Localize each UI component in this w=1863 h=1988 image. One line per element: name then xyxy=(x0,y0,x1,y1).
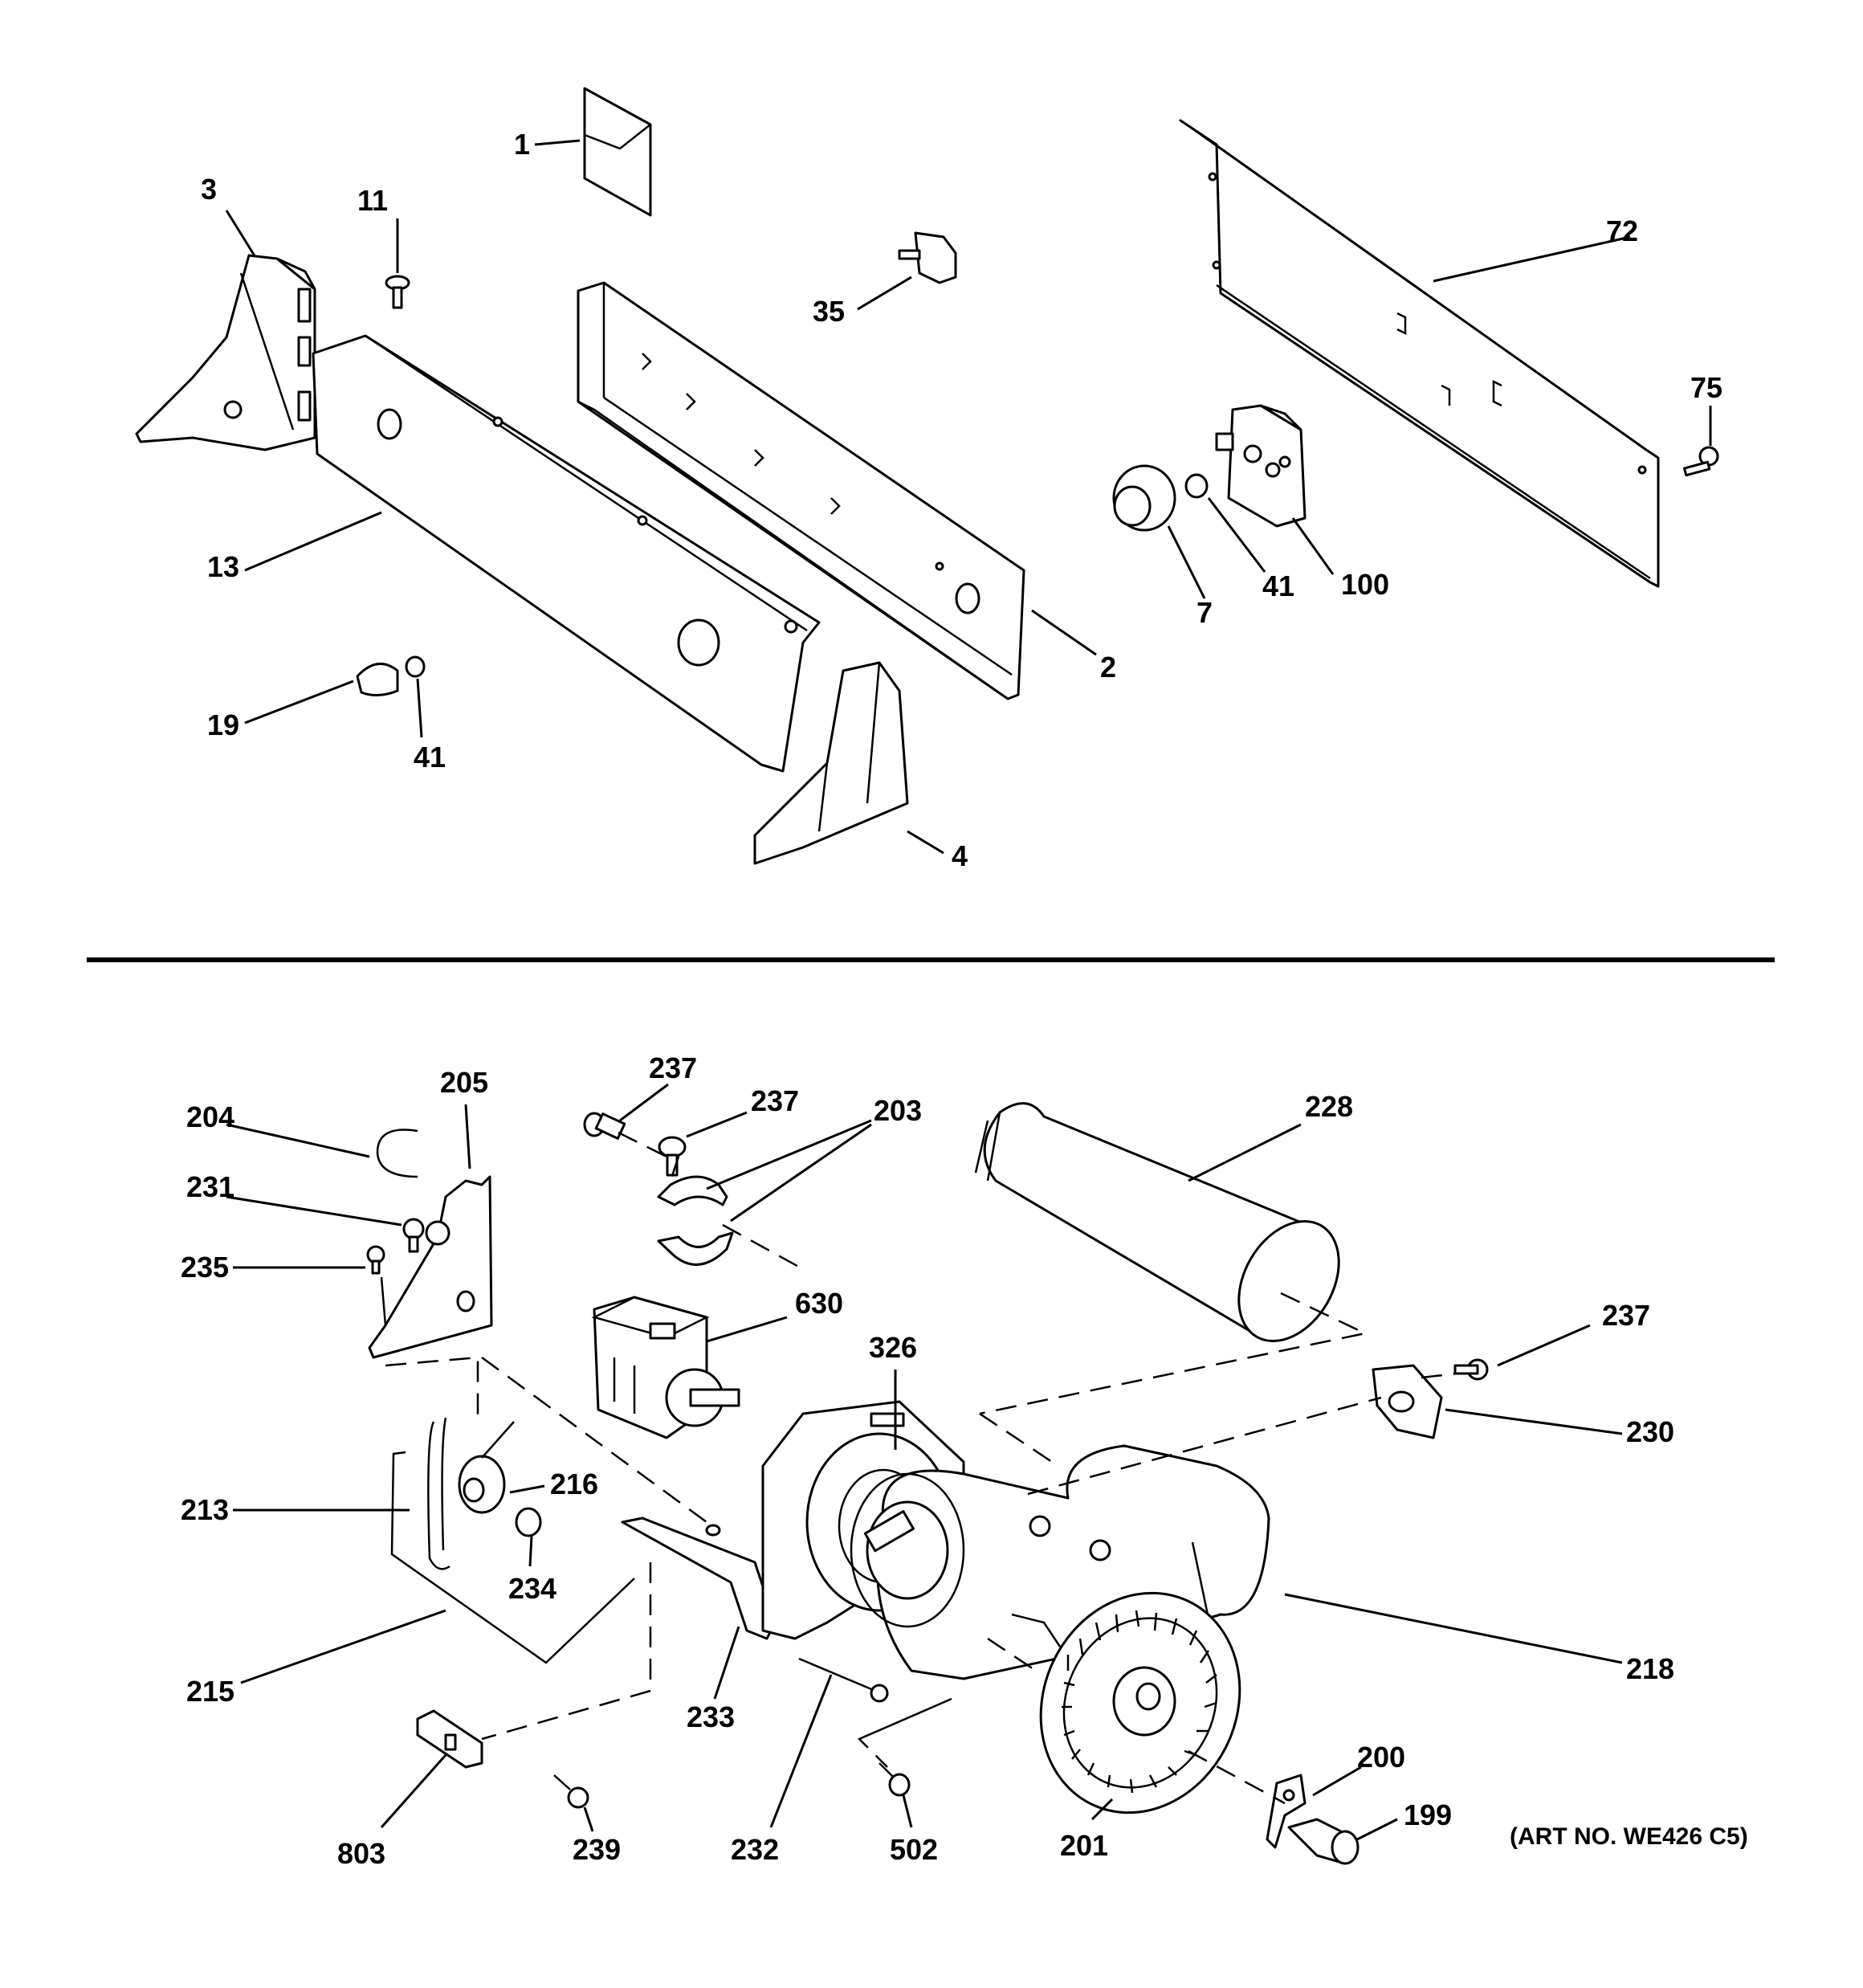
callout-199: 199 xyxy=(1404,1798,1452,1831)
callout-205: 205 xyxy=(440,1066,488,1099)
part-215-idler-arm xyxy=(390,1451,635,1664)
callout-11: 11 xyxy=(357,184,388,217)
part-502-screw xyxy=(879,1762,911,1797)
part-201-blower-wheel xyxy=(1039,1591,1241,1815)
part-75-screw xyxy=(1682,446,1719,477)
part-41-spacer xyxy=(1184,473,1209,499)
callout-213: 213 xyxy=(181,1493,229,1526)
callout-41-top: 41 xyxy=(1262,569,1294,602)
callout-239: 239 xyxy=(573,1833,621,1866)
part-19-knob xyxy=(356,663,399,696)
callout-237-c: 237 xyxy=(1602,1299,1650,1332)
callout-630: 630 xyxy=(795,1287,843,1320)
part-3-end-cap xyxy=(135,254,316,451)
part-72-rear-panel xyxy=(1179,119,1660,588)
callout-803: 803 xyxy=(337,1837,385,1870)
part-11-screw xyxy=(385,275,410,309)
part-237-bolt-c xyxy=(1453,1358,1489,1381)
part-4-end-cap xyxy=(753,661,909,865)
part-235-screw xyxy=(366,1245,385,1275)
part-2-panel-bracket xyxy=(577,281,1025,700)
part-204-clip xyxy=(376,1129,418,1178)
callout-41-left: 41 xyxy=(414,741,446,774)
part-100-timer xyxy=(1215,404,1307,528)
part-239-screw xyxy=(553,1774,589,1809)
part-237-bolt-a xyxy=(583,1112,626,1140)
callout-502: 502 xyxy=(890,1833,938,1866)
callout-35: 35 xyxy=(813,295,845,328)
callout-4: 4 xyxy=(952,839,968,872)
part-231-screw xyxy=(402,1218,425,1253)
callout-228: 228 xyxy=(1305,1090,1353,1123)
callout-326: 326 xyxy=(869,1331,917,1364)
bottom-leader-lines xyxy=(226,1083,1623,1841)
callout-203: 203 xyxy=(874,1094,922,1127)
callout-215: 215 xyxy=(186,1675,234,1708)
callout-230: 230 xyxy=(1626,1415,1674,1448)
part-232-long-bolt xyxy=(798,1657,889,1703)
part-803-switch xyxy=(416,1709,483,1769)
callout-75: 75 xyxy=(1690,371,1722,404)
callout-100: 100 xyxy=(1341,568,1389,601)
callout-231: 231 xyxy=(186,1170,234,1203)
part-200-clip xyxy=(1266,1774,1307,1849)
part-41-spacer-left xyxy=(405,655,426,678)
part-203-clamp-upper xyxy=(657,1175,728,1206)
art-number: (ART NO. WE426 C5) xyxy=(1510,1823,1748,1850)
part-7-knob xyxy=(1112,464,1176,532)
callout-3: 3 xyxy=(201,173,217,206)
top-leader-lines xyxy=(225,139,1712,855)
callout-232: 232 xyxy=(731,1833,779,1866)
callout-2: 2 xyxy=(1100,651,1116,684)
callout-13: 13 xyxy=(207,550,239,583)
part-630-motor xyxy=(591,1296,740,1439)
callout-1: 1 xyxy=(514,128,530,161)
part-1-instruction-sheet xyxy=(583,87,652,217)
part-205-motor-bracket xyxy=(368,1175,493,1359)
callout-72: 72 xyxy=(1606,214,1638,247)
part-13-control-panel xyxy=(312,334,821,773)
callout-237-a: 237 xyxy=(649,1051,697,1084)
callout-200: 200 xyxy=(1357,1741,1405,1774)
part-213-belt xyxy=(427,1417,450,1570)
callout-7: 7 xyxy=(1196,596,1213,629)
callout-234: 234 xyxy=(508,1572,556,1605)
callout-216: 216 xyxy=(550,1468,598,1500)
part-228-exhaust-duct xyxy=(974,1102,1340,1343)
callout-235: 235 xyxy=(181,1251,229,1284)
callout-237-b: 237 xyxy=(751,1084,799,1117)
part-234-pulley-bushing xyxy=(515,1507,542,1537)
part-233-base xyxy=(621,1517,777,1640)
part-203-clamp-lower xyxy=(657,1231,734,1266)
assembly-dashed-lines xyxy=(385,1131,1458,1805)
part-237-bolt-b xyxy=(658,1136,687,1177)
part-230-bracket xyxy=(1372,1364,1443,1439)
part-216-idler-pulley xyxy=(458,1421,515,1514)
callout-19: 19 xyxy=(207,708,239,741)
part-35-switch xyxy=(898,231,957,284)
callout-218: 218 xyxy=(1626,1652,1674,1685)
callout-204: 204 xyxy=(186,1100,234,1133)
part-199-bolt xyxy=(1287,1818,1360,1865)
callout-233: 233 xyxy=(687,1700,735,1733)
callout-201: 201 xyxy=(1060,1829,1108,1862)
